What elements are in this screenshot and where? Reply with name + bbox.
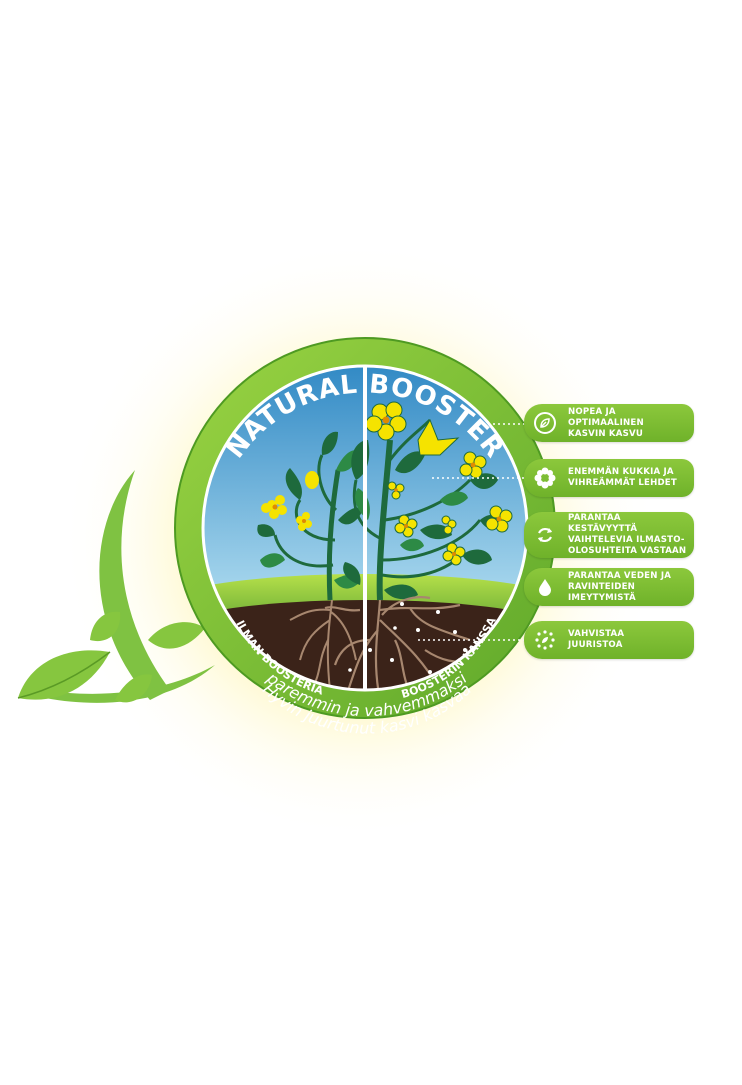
benefit-pill-roots: VAHVISTAA JUURISTOA bbox=[524, 621, 694, 659]
root-dots-icon bbox=[534, 629, 556, 651]
recycle-arrows-icon bbox=[534, 524, 556, 546]
benefit-pill-more-flowers: ENEMMÄN KUKKIA JA VIHREÄMMÄT LEHDET bbox=[524, 459, 694, 497]
benefit-text: VAHVISTAA JUURISTOA bbox=[568, 629, 625, 650]
benefit-pill-resilience: PARANTAA KESTÄVYYTTÄ VAIHTELEVIA ILMASTO… bbox=[524, 512, 694, 558]
vine-leaves bbox=[17, 611, 205, 703]
vine-stem bbox=[99, 470, 170, 700]
benefit-text: ENEMMÄN KUKKIA JA VIHREÄMMÄT LEHDET bbox=[568, 467, 677, 488]
water-drop-icon bbox=[534, 576, 556, 598]
leaf-icon bbox=[534, 412, 556, 434]
benefit-text: PARANTAA KESTÄVYYTTÄ VAIHTELEVIA ILMASTO… bbox=[568, 513, 687, 556]
flower-icon bbox=[534, 467, 556, 489]
benefit-pill-fast-growth: NOPEA JA OPTIMAALINEN KASVIN KASVU bbox=[524, 404, 694, 442]
benefit-text: NOPEA JA OPTIMAALINEN KASVIN KASVU bbox=[568, 406, 644, 439]
benefit-pill-water-absorption: PARANTAA VEDEN JA RAVINTEIDEN IMEYTYMIST… bbox=[524, 568, 694, 606]
connector-lines bbox=[418, 423, 540, 641]
benefit-text: PARANTAA VEDEN JA RAVINTEIDEN IMEYTYMIST… bbox=[568, 570, 672, 603]
